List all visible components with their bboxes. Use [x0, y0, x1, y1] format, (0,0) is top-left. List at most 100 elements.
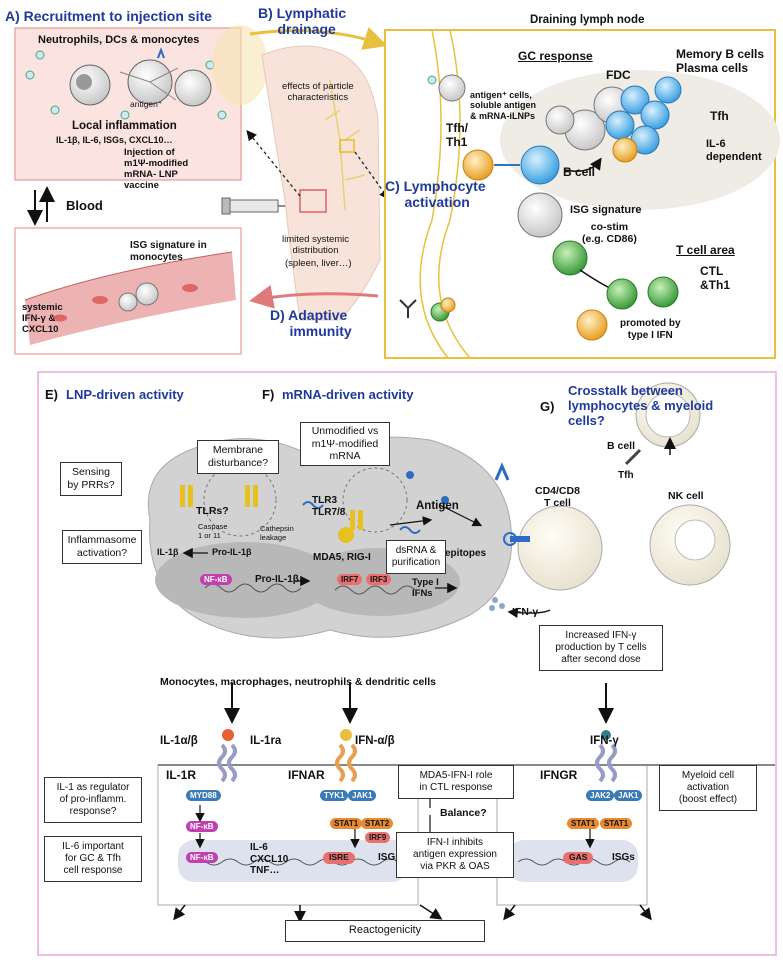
syringe — [229, 199, 279, 213]
pro-il1b-arrow-label: Pro-IL-1β — [212, 547, 252, 557]
panel-e-title: LNP-driven activity — [66, 387, 184, 402]
epitopes-label: epitopes — [445, 548, 487, 559]
panel-c-promoted: promoted by type I IFN — [620, 318, 681, 341]
panel-g-title: Crosstalk between lymphocytes & myeloid … — [568, 383, 714, 428]
jak1b-pill: JAK1 — [614, 790, 643, 802]
il1-regulator-box: IL-1 as regulator of pro-inflamm. respon… — [44, 777, 142, 823]
panel-a-injection: Injection of m1Ψ-modified mRNA- LNP vacc… — [124, 147, 189, 191]
irf7-pill: IRF7 — [337, 574, 363, 586]
il6-list: IL-6 CXCL10 TNF… — [250, 842, 289, 876]
nfkb-pill: NF-κB — [200, 574, 232, 586]
nucleus-left — [155, 542, 335, 618]
panel-c-bcell: B cell — [563, 165, 596, 179]
tfh-th1-cell — [462, 149, 494, 181]
balance-label: Balance? — [440, 807, 487, 819]
panel-a-systemic: systemic IFN-γ & CXCL10 — [22, 302, 63, 335]
panel-c-title: C) Lymphocyte activation — [385, 178, 486, 211]
il1b-label: IL-1β — [157, 547, 179, 557]
dc-lymph — [517, 192, 563, 238]
inflammasome-box: Inflammasome activation? — [62, 530, 142, 564]
panel-a-blood: Blood — [66, 198, 103, 213]
panel-c-costim: co-stim (e.g. CD86) — [582, 221, 637, 246]
antigen-label: Antigen — [416, 500, 459, 512]
t-cell-green — [552, 240, 588, 276]
stat1b-pill: STAT1 — [600, 818, 633, 830]
monocytes-label: Monocytes, macrophages, neutrophils & de… — [160, 676, 436, 688]
lymph-node-box — [339, 139, 355, 153]
panel-e-letter: E) — [45, 387, 58, 402]
panel-a-cells: Neutrophils, DCs & monocytes — [38, 34, 200, 46]
red-cell — [92, 296, 108, 304]
panel-b-title: B) Lymphatic drainage — [258, 5, 347, 38]
panel-a-isg: ISG signature in monocytes — [130, 240, 207, 263]
panel-a-antigen: antigen⁺ — [130, 99, 163, 109]
nucleus-bar-1 — [178, 840, 408, 882]
panel-g-letter: G) — [540, 399, 555, 414]
panel-a-cytokines: IL-1β, IL-6, ISGs, CXCL10… — [56, 135, 173, 145]
t-cell-lower — [517, 505, 603, 591]
panel-a-box — [14, 27, 242, 181]
type1-label: Type I IFNs — [412, 577, 439, 599]
membrane-box: Membrane disturbance? — [197, 440, 279, 474]
pro-il1b-label: Pro-IL-1β — [255, 574, 299, 585]
panel-b-particle: effects of particle characteristics — [282, 81, 354, 103]
il1ab-label: IL-1α/β — [160, 735, 198, 747]
lymphatic-arrow — [249, 27, 388, 50]
panel-c-gc: GC response — [518, 49, 593, 63]
panel-c-isg: ISG signature — [570, 204, 642, 216]
panel-c-antigen-cells: antigen⁺ cells, soluble antigen & mRNA-i… — [470, 90, 537, 121]
nfkb-pill-2: NF-κB — [186, 852, 218, 864]
cathepsin-label: Cathepsin leakage — [260, 524, 294, 542]
injection-site-box — [299, 189, 327, 213]
il1ra-label: IL-1ra — [250, 735, 282, 747]
b-cell — [520, 145, 560, 185]
g-bcell-label: B cell — [607, 440, 636, 452]
ifni-inhibits-box: IFN-I inhibits antigen expression via PK… — [396, 832, 514, 878]
irf9-pill: IRF9 — [365, 832, 391, 844]
adaptive-arrow — [249, 284, 379, 309]
monocyte-a — [174, 69, 212, 107]
ifng-bottom-label: IFN-γ — [590, 735, 619, 747]
g-cd4-label: CD4/CD8 T cell — [535, 485, 580, 510]
gas-pill: GAS — [563, 852, 594, 864]
jak2-pill: JAK2 — [586, 790, 615, 802]
stat1-pill: STAT1 — [330, 818, 363, 830]
il6-important-box: IL-6 important for GC & Tfh cell respons… — [44, 836, 142, 882]
panel-c-il6: IL-6 dependent — [706, 138, 762, 163]
g-nk-label: NK cell — [668, 490, 704, 502]
tyk1-pill: TYK1 — [320, 790, 349, 802]
reactogenicity-box: Reactogenicity — [285, 920, 485, 942]
panel-c-draining: Draining lymph node — [530, 14, 645, 26]
tlr-label: TLR3 TLR7/8 — [312, 495, 346, 518]
arm-silhouette — [261, 45, 381, 321]
irf3-pill: IRF3 — [366, 574, 392, 586]
g-tfh-label: Tfh — [618, 470, 634, 481]
monocyte — [135, 282, 159, 306]
mda5-label: MDA5, RIG-I — [313, 552, 371, 563]
g-ifng-label: IFN-γ — [512, 606, 539, 618]
antibody-icon — [399, 299, 417, 318]
panel-c-tfh: Tfh — [710, 109, 729, 123]
ifnab-label: IFN-α/β — [355, 735, 395, 747]
stat1a-pill: STAT1 — [567, 818, 600, 830]
isgs1-label: ISGs — [378, 852, 401, 863]
myeloid-box: Myeloid cell activation (boost effect) — [659, 765, 757, 811]
jak1a-pill: JAK1 — [348, 790, 377, 802]
ifngr-label: IFNGR — [540, 768, 578, 782]
caspase-label: Caspase 1 or 11 — [198, 522, 228, 540]
panel-a-title: A) Recruitment to injection site — [5, 8, 212, 24]
mda5-role-box: MDA5-IFN-I role in CTL response — [398, 765, 514, 799]
increased-ifng-box: Increased IFN-γ production by T cells af… — [539, 625, 663, 671]
il1r-label: IL-1R — [166, 768, 196, 782]
cell-box-2 — [496, 764, 648, 906]
panel-d-title: D) Adaptive immunity — [270, 307, 352, 340]
panel-c-memory: Memory B cells Plasma cells — [676, 47, 765, 75]
panel-f-letter: F) — [262, 387, 275, 402]
myd88-pill: MYD88 — [186, 790, 221, 802]
isgs2-label: ISGs — [612, 852, 635, 863]
panel-c-tfh-th1: Tfh/ Th1 — [446, 121, 468, 149]
panel-f-title: mRNA-driven activity — [282, 387, 414, 402]
dsrna-box: dsRNA & purification — [386, 540, 446, 574]
isre-pill: ISRE — [323, 852, 355, 864]
tlrs-label: TLRs? — [196, 505, 229, 517]
